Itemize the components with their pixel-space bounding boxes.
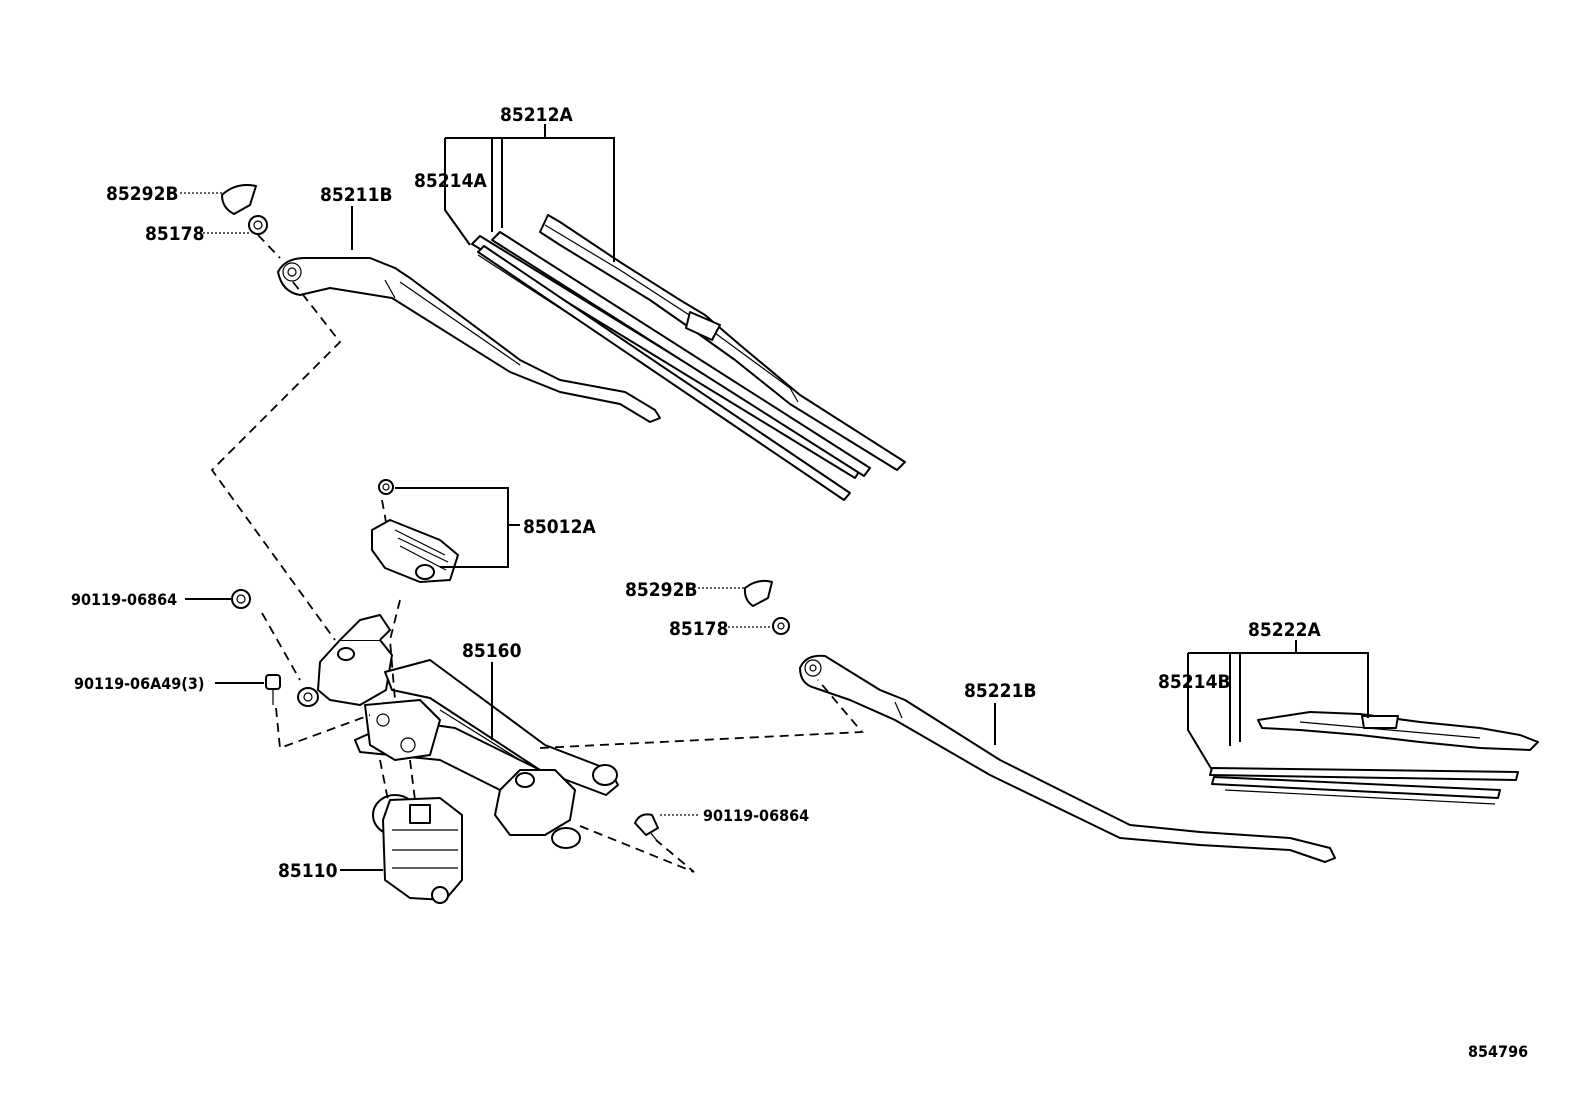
label-85292B-mid: 85292B — [625, 579, 698, 601]
label-85110: 85110 — [278, 860, 338, 882]
label-85211B: 85211B — [320, 184, 393, 206]
driver-wiper-blade[interactable] — [539, 214, 906, 471]
label-85178-mid: 85178 — [669, 618, 728, 640]
label-90119-06A49: 90119-06A49(3) — [74, 674, 204, 693]
passenger-wiper-arm[interactable] — [799, 654, 1336, 863]
pivot-nut-mid[interactable] — [772, 617, 790, 635]
diagram-id: 854796 — [1468, 1042, 1528, 1061]
label-85214A: 85214A — [414, 170, 487, 192]
passenger-wiper-blade[interactable] — [1257, 711, 1539, 751]
bolt-90119-06864-left[interactable] — [231, 589, 251, 609]
assembly-dashed-lines — [210, 234, 864, 873]
label-85222A: 85222A — [1248, 619, 1321, 641]
driver-wiper-arm[interactable] — [277, 257, 661, 423]
bolt-90119-06A49[interactable] — [265, 674, 281, 705]
label-85160: 85160 — [462, 640, 522, 662]
label-90119-06864-left: 90119-06864 — [71, 590, 177, 609]
label-85292B-top: 85292B — [106, 183, 179, 205]
pivot-cap-mid[interactable] — [743, 579, 773, 607]
pivot-cap-upper[interactable] — [221, 184, 257, 215]
label-90119-06864-right: 90119-06864 — [703, 806, 809, 825]
passenger-blade-rubber-refill[interactable] — [1209, 767, 1519, 805]
wiper-linkage[interactable] — [297, 614, 619, 849]
label-85214B: 85214B — [1158, 671, 1231, 693]
label-85212A: 85212A — [500, 104, 573, 126]
label-85012A: 85012A — [523, 516, 596, 538]
pivot-nut-upper[interactable] — [248, 215, 268, 235]
label-85221B: 85221B — [964, 680, 1037, 702]
linkage-clip-assembly[interactable] — [371, 479, 459, 583]
bolt-90119-06864-right[interactable] — [634, 813, 659, 843]
leader-lines — [180, 124, 1369, 871]
wiper-motor[interactable] — [372, 794, 463, 904]
label-85178-top: 85178 — [145, 223, 204, 245]
driver-blade-rubber-refill[interactable] — [471, 231, 871, 501]
